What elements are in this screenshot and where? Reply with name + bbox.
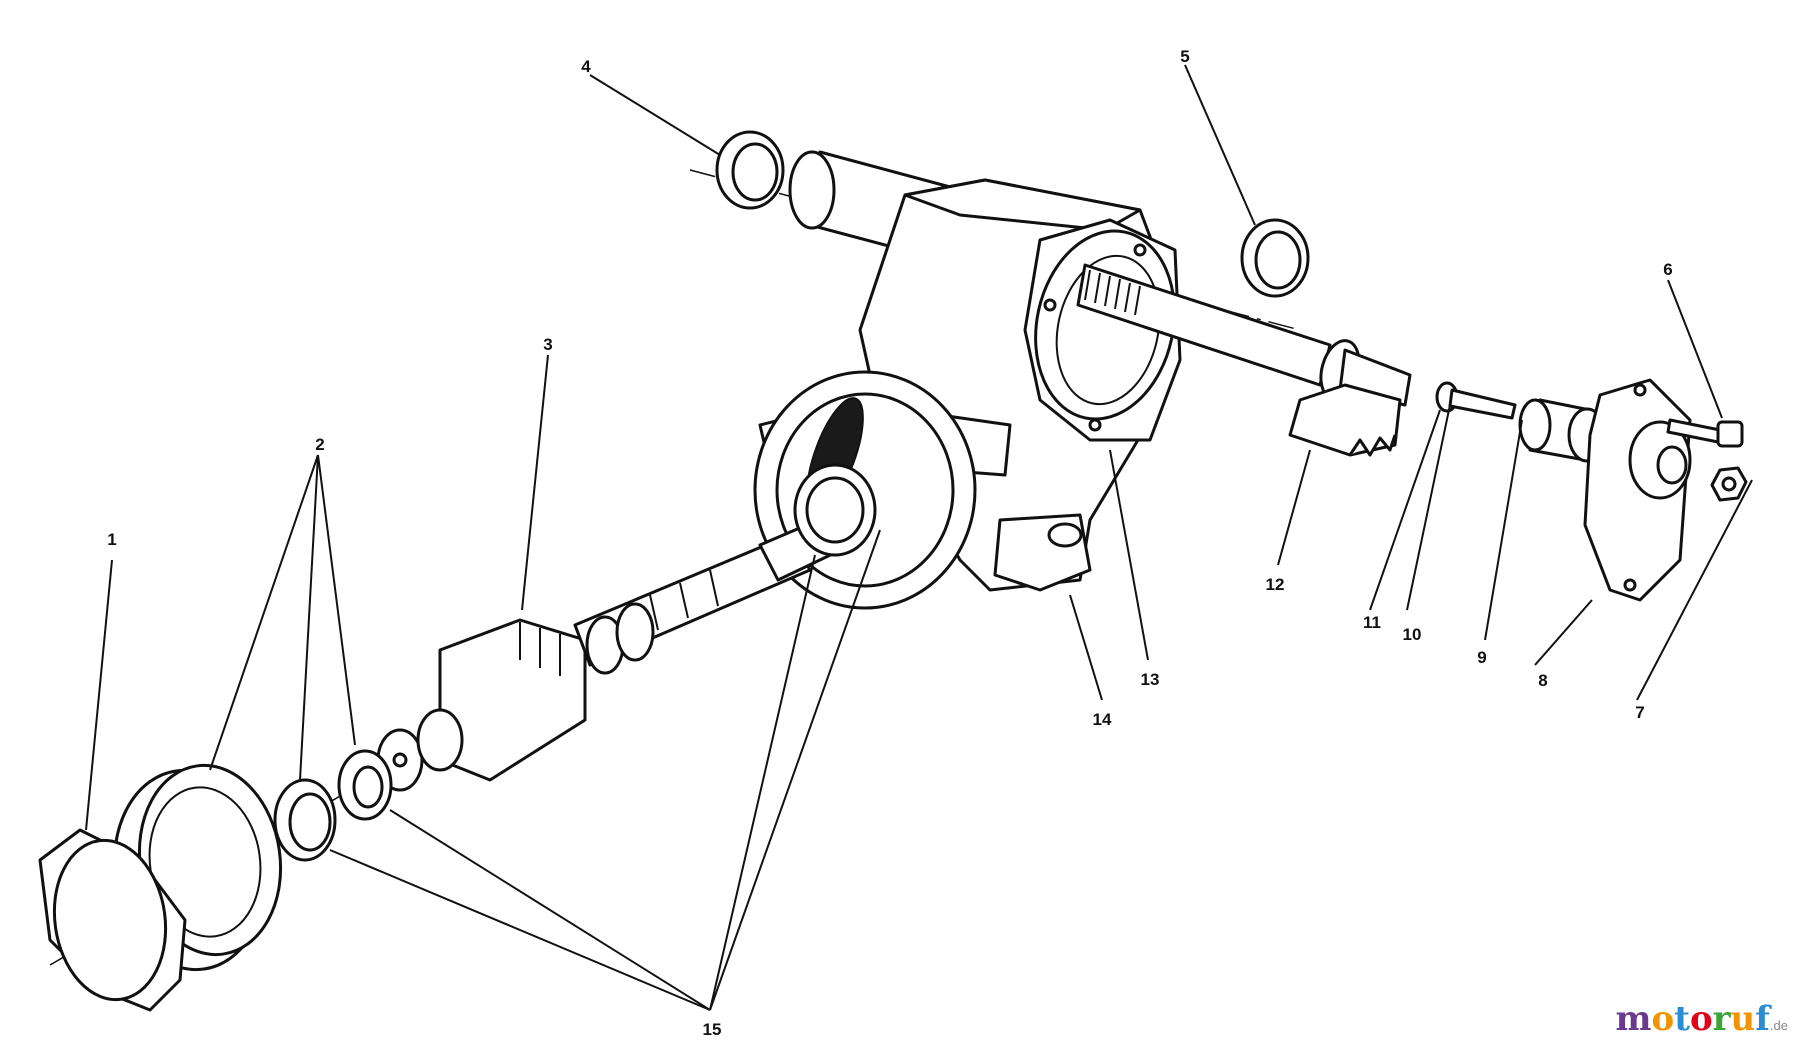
watermark-letter: t — [1674, 999, 1690, 1039]
watermark-letter: o — [1651, 999, 1675, 1039]
watermark-letter: r — [1712, 999, 1731, 1039]
callouts: 1 2 3 4 5 6 7 8 9 10 11 12 13 14 15 — [107, 47, 1672, 1039]
cover-plate-part-8 — [1583, 378, 1692, 602]
bearing-race-part-2 — [273, 778, 337, 862]
bolt-part-10 — [1435, 381, 1517, 420]
watermark-letter: m — [1615, 999, 1652, 1039]
callout-13: 13 — [1141, 670, 1160, 689]
callout-10: 10 — [1403, 625, 1422, 644]
callout-7: 7 — [1635, 703, 1644, 722]
callout-4: 4 — [581, 57, 591, 76]
callout-14: 14 — [1093, 710, 1112, 729]
watermark-letter: u — [1730, 999, 1756, 1039]
oil-seal-part-4 — [715, 130, 785, 210]
callout-1: 1 — [107, 530, 116, 549]
watermark-letter: f — [1755, 999, 1770, 1039]
callout-5: 5 — [1180, 47, 1189, 66]
leader-lines — [85, 64, 1753, 1011]
bearing-cone-part-2 — [337, 749, 393, 821]
gear-segment-part-12 — [1288, 383, 1402, 457]
callout-15: 15 — [703, 1020, 722, 1039]
watermark-letter: o — [1689, 999, 1713, 1039]
callout-3: 3 — [543, 335, 552, 354]
bearing-part-15 — [793, 463, 877, 557]
callout-11: 11 — [1363, 613, 1381, 632]
worm-shaft-part-3 — [376, 513, 847, 792]
callout-2: 2 — [315, 435, 324, 454]
watermark-logo: motoruf.de — [1616, 999, 1788, 1039]
watermark-suffix: .de — [1769, 1018, 1788, 1033]
callout-12: 12 — [1266, 575, 1285, 594]
cap-screw-part-6 — [1666, 418, 1744, 448]
watermark-letters: motoruf — [1616, 999, 1770, 1039]
nut-part-7 — [1710, 466, 1748, 502]
oil-seal-part-5 — [1240, 218, 1310, 298]
retainer-ring-part-1 — [38, 828, 187, 1012]
callout-9: 9 — [1477, 648, 1486, 667]
callout-8: 8 — [1538, 671, 1547, 690]
callout-6: 6 — [1663, 260, 1672, 279]
